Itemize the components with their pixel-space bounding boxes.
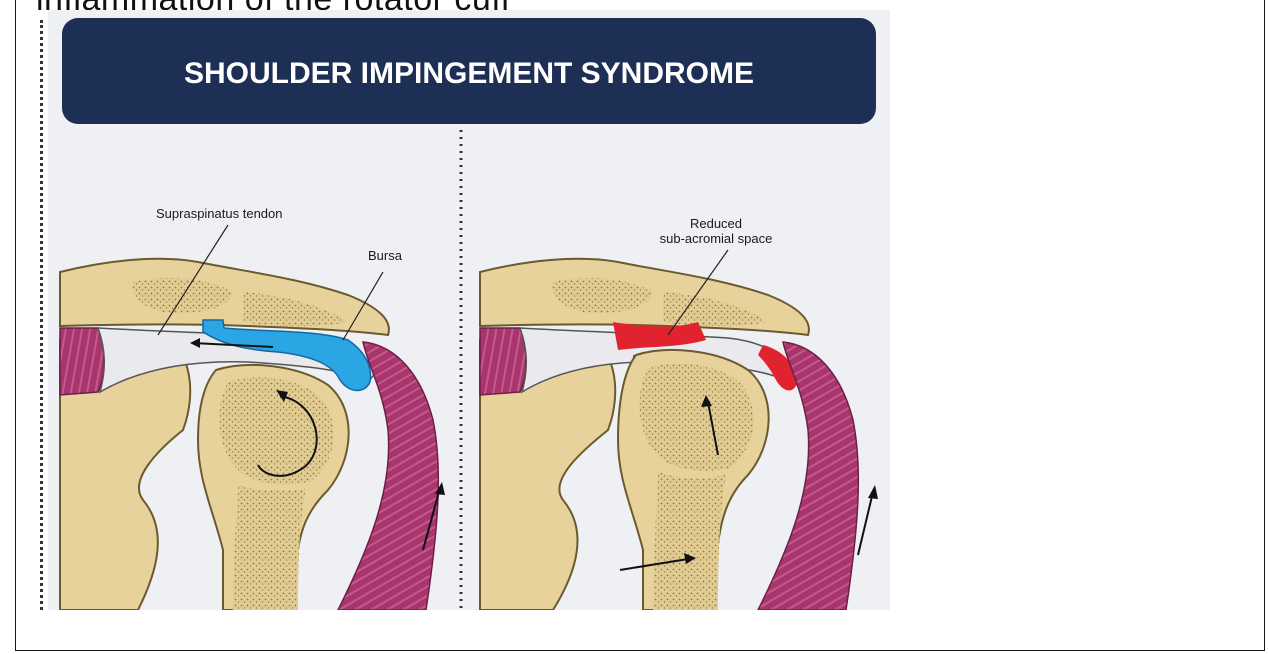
- humerus-shaft-spongy-right: [653, 472, 726, 610]
- right-panel-impingement: Reduced sub-acromial space: [479, 216, 878, 610]
- deltoid-muscle-left: [337, 341, 440, 610]
- push-arrow-right: [619, 558, 689, 571]
- diagram-title: SHOULDER IMPINGEMENT SYNDROME: [184, 57, 754, 90]
- label-subacromial-space: sub-acromial space: [660, 231, 773, 246]
- label-reduced: Reduced: [690, 216, 742, 231]
- supraspinatus-muscle-right: [479, 327, 527, 396]
- leader-line-space: [667, 249, 729, 336]
- leader-line-bursa: [342, 271, 384, 341]
- content-frame: [15, 0, 1265, 651]
- inflamed-tendon-right-1: [613, 322, 706, 350]
- acromion-spongy-right-2: [663, 292, 768, 327]
- upward-arrow-right: [707, 401, 719, 456]
- dotted-divider-left: [40, 20, 43, 610]
- scapula-bone-left: [59, 339, 192, 610]
- label-supraspinatus-tendon: Supraspinatus tendon: [156, 206, 282, 221]
- muscle-arrow-left: [422, 487, 441, 551]
- scapula-bone-right: [479, 339, 617, 610]
- left-panel-normal-shoulder: Supraspinatus tendon Bursa: [59, 206, 445, 610]
- muscle-arrow-right: [857, 491, 874, 556]
- title-banner: [62, 18, 876, 124]
- shoulder-impingement-diagram: SHOULDER IMPINGEMENT SYNDROME: [48, 10, 890, 610]
- label-bursa: Bursa: [368, 248, 403, 263]
- acromion-spongy-right-1: [552, 277, 653, 313]
- supraspinatus-muscle-left: [59, 327, 105, 396]
- bursa-left: [202, 319, 372, 392]
- humerus-shaft-spongy-left: [233, 485, 306, 610]
- tendon-arrow-left: [192, 342, 274, 348]
- deltoid-muscle-right: [757, 341, 860, 610]
- inflamed-bursa-right: [758, 345, 798, 391]
- acromion-spongy-left-2: [243, 292, 348, 327]
- leader-line-tendon: [157, 224, 229, 336]
- humeral-head-spongy-left: [219, 377, 334, 485]
- humeral-head-spongy-right: [639, 363, 754, 471]
- rotation-arrow-left: [257, 395, 318, 477]
